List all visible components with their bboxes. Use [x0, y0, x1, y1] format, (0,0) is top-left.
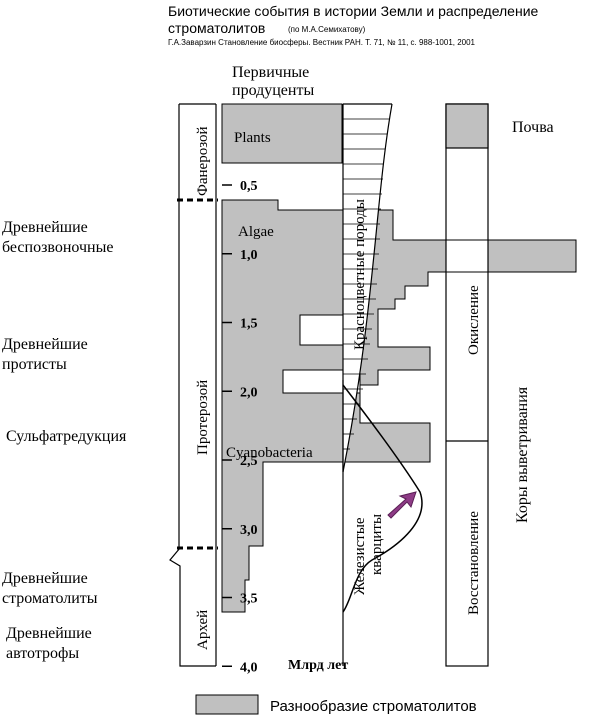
- event-protists-line1: Древнейшие: [2, 336, 88, 353]
- event-sulfate-reduction: Сульфатредукция: [6, 428, 127, 445]
- tick-label: 1,0: [240, 248, 258, 263]
- time-axis-unit: Млрд лет: [288, 658, 348, 673]
- header-citation: Г.А.Заварзин Становление биосферы. Вестн…: [168, 38, 476, 47]
- event-autotrophs-line2: автотрофы: [6, 645, 79, 662]
- red-beds-label: Красноцветные породы: [352, 199, 368, 350]
- event-stromatolites-line1: Древнейшие: [2, 570, 88, 587]
- soil-label: Почва: [512, 119, 554, 136]
- plants-label: Plants: [234, 130, 271, 146]
- cyanobacteria-label: Cyanobacteria: [226, 445, 313, 461]
- eon-proterozoic: Протерозой: [195, 380, 211, 455]
- plants-block: [221, 103, 343, 164]
- event-stromatolites-line2: строматолиты: [2, 590, 98, 607]
- oxidation-label: Окисление: [466, 285, 482, 355]
- diversity-gap-2: [282, 369, 361, 394]
- weathering-label: Коры выветривания: [514, 386, 531, 523]
- header-title-line2: строматолитов: [168, 20, 265, 36]
- bif-curve: [342, 384, 423, 613]
- header-title-line1: Биотические события в истории Земли и ра…: [168, 3, 539, 19]
- event-protists-line2: протисты: [2, 356, 67, 373]
- legend-swatch: [195, 694, 259, 715]
- bif-label-line2: кварциты: [369, 514, 385, 575]
- legend-label: Разнообразие строматолитов: [270, 698, 477, 715]
- bif-label-line1: Железистые: [352, 517, 368, 595]
- event-autotrophs-line1: Древнейшие: [6, 625, 92, 642]
- header-title-note: (по М.А.Семихатову): [288, 25, 366, 34]
- tick-label: 1,5: [240, 317, 258, 332]
- tick-label: 3,0: [240, 523, 258, 538]
- tick-label: 4,0: [240, 660, 258, 675]
- eon-column: Фанерозой Протерозой Архей: [169, 103, 218, 667]
- red-beds-curve: [342, 103, 393, 473]
- diversity-main-shape: [221, 199, 577, 613]
- tick-label: 2,0: [240, 385, 258, 400]
- tick-label: 3,5: [240, 592, 258, 607]
- event-invertebrates-line1: Древнейшие: [2, 219, 88, 236]
- tick-label: 0,5: [240, 179, 258, 194]
- red-beds-hatching: [343, 118, 389, 450]
- reduction-label: Восстановление: [466, 511, 482, 615]
- eon-archean: Архей: [195, 610, 211, 650]
- tick-label: 2,5: [240, 454, 258, 469]
- producers-heading-line1: Первичные: [232, 64, 309, 81]
- redox-column: Окисление Восстановление: [445, 103, 489, 667]
- soil-block: [445, 103, 489, 149]
- algae-label: Algae: [238, 224, 274, 240]
- stromatolite-diversity-area: [221, 103, 577, 613]
- purple-arrow-icon: [387, 491, 417, 519]
- eon-phanerozoic: Фанерозой: [195, 126, 211, 196]
- producers-heading-line2: продуценты: [232, 82, 314, 99]
- time-axis: 0,5 1,0 1,5 2,0 2,5 3,0 3,5 4,0: [222, 179, 258, 675]
- event-invertebrates-line2: беспозвоночные: [2, 239, 113, 256]
- red-beds-column: Красноцветные породы Железистые кварциты: [342, 103, 423, 666]
